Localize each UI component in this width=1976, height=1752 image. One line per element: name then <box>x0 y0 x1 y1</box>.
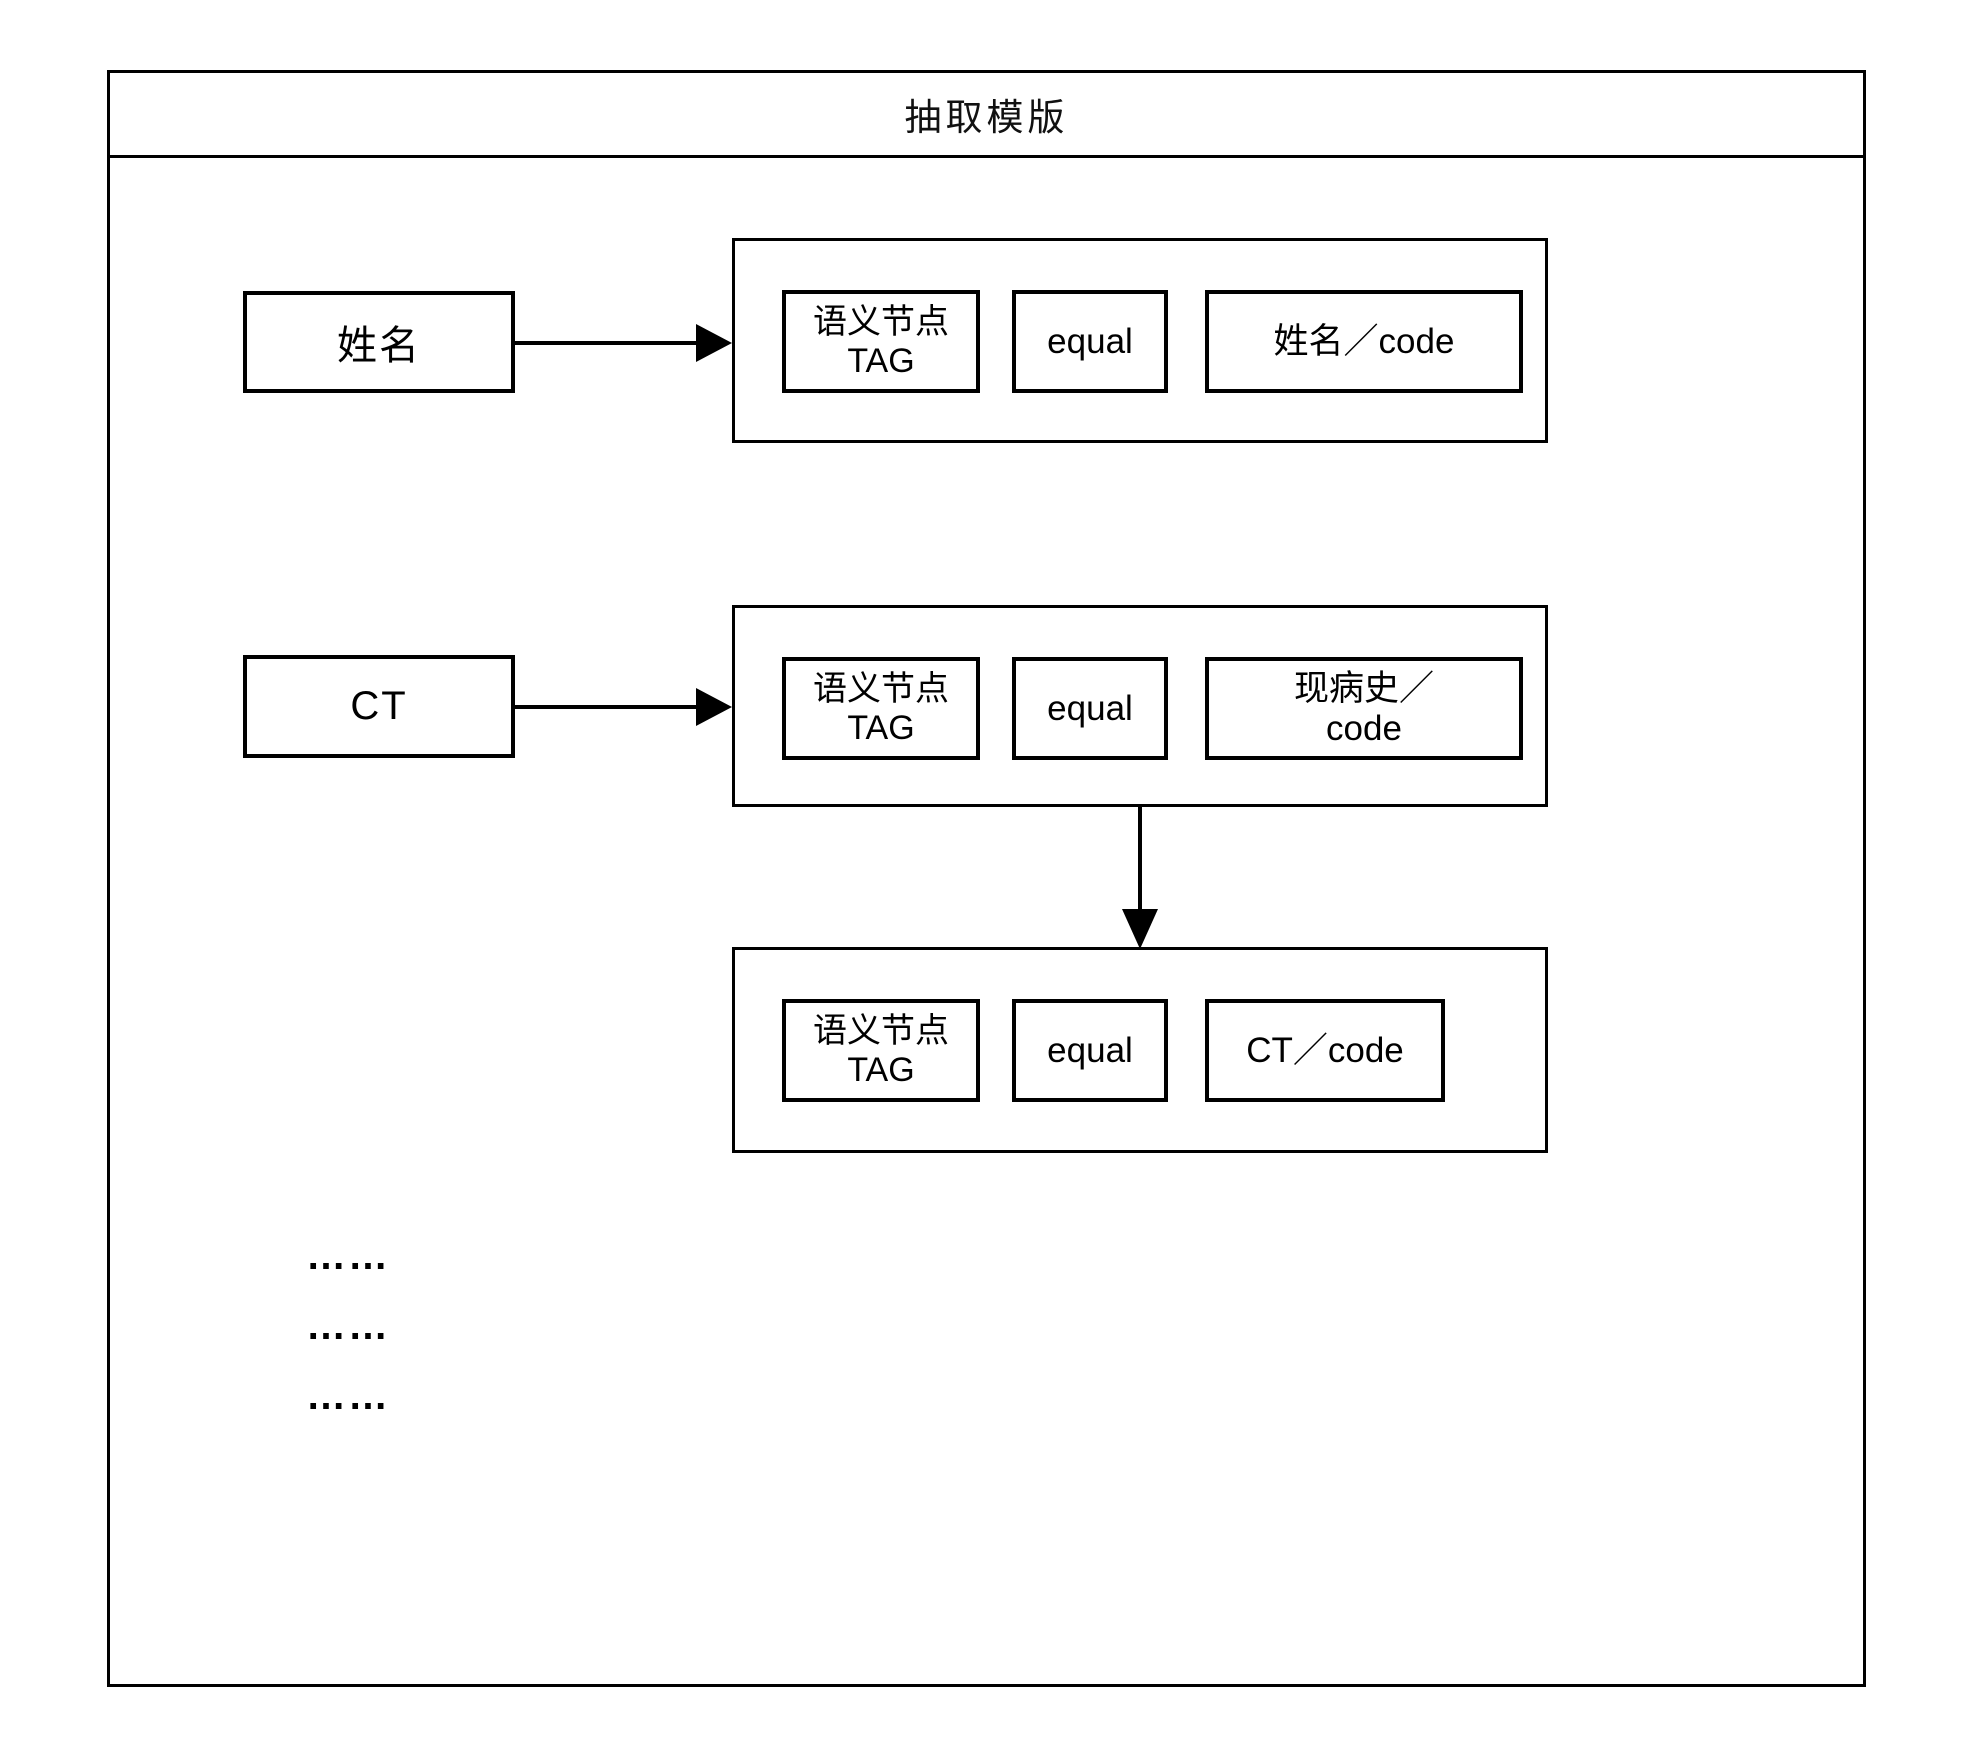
value-line-2: code <box>1326 708 1402 748</box>
arrow-line-vertical <box>1138 807 1142 911</box>
operator-box: equal <box>1012 657 1168 760</box>
arrow-line-row1 <box>515 341 696 345</box>
value-line-1: 姓名／code <box>1273 321 1455 361</box>
value-box: 现病史／ code <box>1205 657 1523 760</box>
ellipsis-line: …… <box>306 1234 390 1278</box>
ellipsis-line: …… <box>306 1304 390 1348</box>
source-box-name-label: 姓名 <box>337 324 421 368</box>
tag-line-1: 语义节点 <box>813 1012 949 1051</box>
extraction-template-panel: 抽取模版 姓名 语义节点 TAG equal 姓名／code CT <box>107 70 1866 1687</box>
semantic-node-tag-box: 语义节点 TAG <box>782 999 980 1102</box>
panel-title-bar: 抽取模版 <box>110 73 1863 158</box>
tag-line-1: 语义节点 <box>813 303 949 342</box>
semantic-node-tag-box: 语义节点 TAG <box>782 657 980 760</box>
value-line-1: CT／code <box>1246 1030 1404 1070</box>
panel-title: 抽取模版 <box>904 97 1069 138</box>
value-box: CT／code <box>1205 999 1445 1102</box>
tag-line-2: TAG <box>847 708 915 747</box>
semantic-node-tag-box: 语义节点 TAG <box>782 290 980 393</box>
tag-line-1: 语义节点 <box>813 670 949 709</box>
operator-box: equal <box>1012 999 1168 1102</box>
ellipsis-line: …… <box>306 1374 390 1418</box>
tag-line-2: TAG <box>847 1050 915 1089</box>
tag-line-2: TAG <box>847 341 915 380</box>
operator-label: equal <box>1047 321 1133 361</box>
arrow-right-icon <box>696 688 732 726</box>
rule-group-3: 语义节点 TAG equal CT／code <box>732 947 1548 1153</box>
value-box: 姓名／code <box>1205 290 1523 393</box>
value-line-1: 现病史／ <box>1293 669 1434 709</box>
source-box-ct: CT <box>243 655 515 758</box>
ellipsis-lines: …… …… …… <box>306 1221 390 1431</box>
source-box-name: 姓名 <box>243 291 515 393</box>
operator-box: equal <box>1012 290 1168 393</box>
operator-label: equal <box>1047 688 1133 728</box>
arrow-line-row2 <box>515 705 696 709</box>
operator-label: equal <box>1047 1030 1133 1070</box>
rule-group-1: 语义节点 TAG equal 姓名／code <box>732 238 1548 443</box>
arrow-down-icon <box>1122 909 1158 949</box>
arrow-right-icon <box>696 324 732 362</box>
rule-group-2: 语义节点 TAG equal 现病史／ code <box>732 605 1548 807</box>
source-box-ct-label: CT <box>350 684 408 728</box>
